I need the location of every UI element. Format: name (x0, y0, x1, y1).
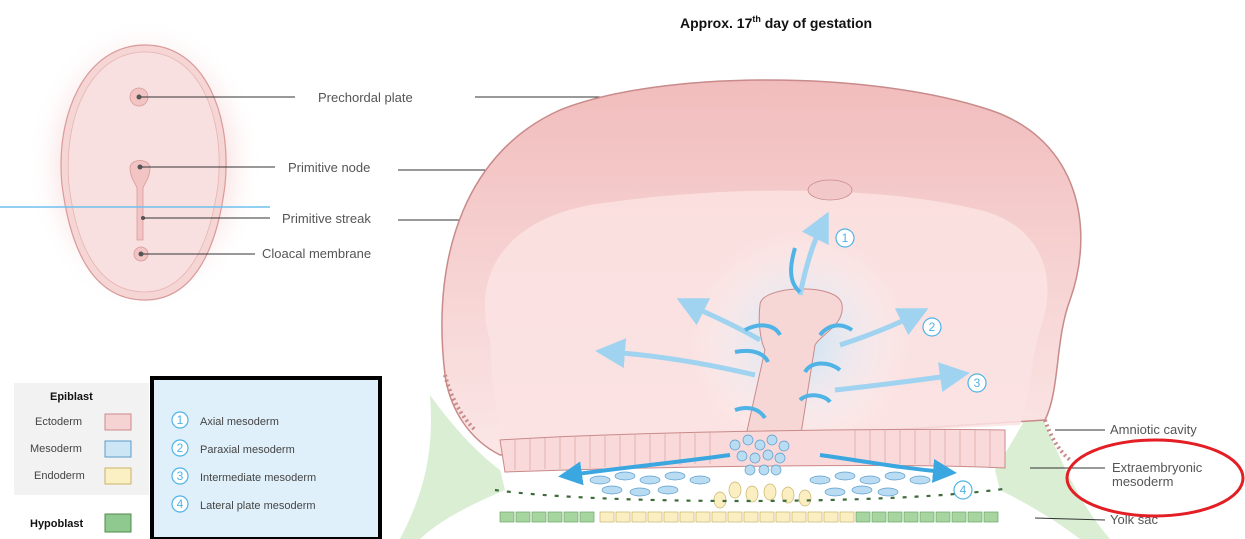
legend-epiblast-heading: Epiblast (50, 391, 93, 403)
svg-text:3: 3 (974, 376, 981, 390)
svg-text:2: 2 (177, 441, 184, 455)
svg-text:4: 4 (960, 483, 967, 497)
mesoderm-key: 1 Axial mesoderm 2 Paraxial mesoderm 3 I… (152, 378, 380, 539)
label-cloacal-membrane: Cloacal membrane (262, 246, 371, 261)
svg-text:2: 2 (929, 320, 936, 334)
legend-mesoderm: Mesoderm (30, 443, 82, 455)
legend-ectoderm-swatch (105, 414, 131, 430)
arrow-number-4: 4 (954, 481, 972, 499)
legend-hypoblast-swatch (105, 514, 131, 532)
legend-endoderm-swatch (105, 468, 131, 484)
legend-mesoderm-swatch (105, 441, 131, 457)
legend-ectoderm: Ectoderm (35, 416, 82, 428)
svg-text:3: 3 (177, 469, 184, 483)
key-intermediate-mesoderm: Intermediate mesoderm (200, 472, 316, 484)
arrow-number-1: 1 (836, 229, 854, 247)
label-extraembryonic-mesoderm-1: Extraembryonic (1112, 460, 1203, 475)
label-amniotic-cavity: Amniotic cavity (1110, 422, 1197, 437)
key-lateral-plate-mesoderm: Lateral plate mesoderm (200, 500, 316, 512)
svg-text:1: 1 (177, 413, 184, 427)
svg-text:4: 4 (177, 497, 184, 511)
arrow-number-2: 2 (923, 318, 941, 336)
label-primitive-node: Primitive node (288, 160, 370, 175)
key-paraxial-mesoderm: Paraxial mesoderm (200, 444, 295, 456)
tissue-legend: Epiblast Ectoderm Mesoderm Endoderm Hypo… (14, 383, 149, 532)
legend-hypoblast: Hypoblast (30, 518, 84, 530)
arrow-number-3: 3 (968, 374, 986, 392)
cross-section: 1 2 3 4 (400, 80, 1110, 539)
legend-endoderm: Endoderm (34, 470, 85, 482)
diagram-title: Approx. 17th day of gestation (680, 14, 872, 31)
embryo-top-view (0, 17, 270, 313)
label-primitive-streak: Primitive streak (282, 211, 371, 226)
key-axial-mesoderm: Axial mesoderm (200, 416, 279, 428)
label-prechordal-plate: Prechordal plate (318, 90, 413, 105)
label-extraembryonic-mesoderm-2: mesoderm (1112, 474, 1173, 489)
svg-text:1: 1 (842, 231, 849, 245)
